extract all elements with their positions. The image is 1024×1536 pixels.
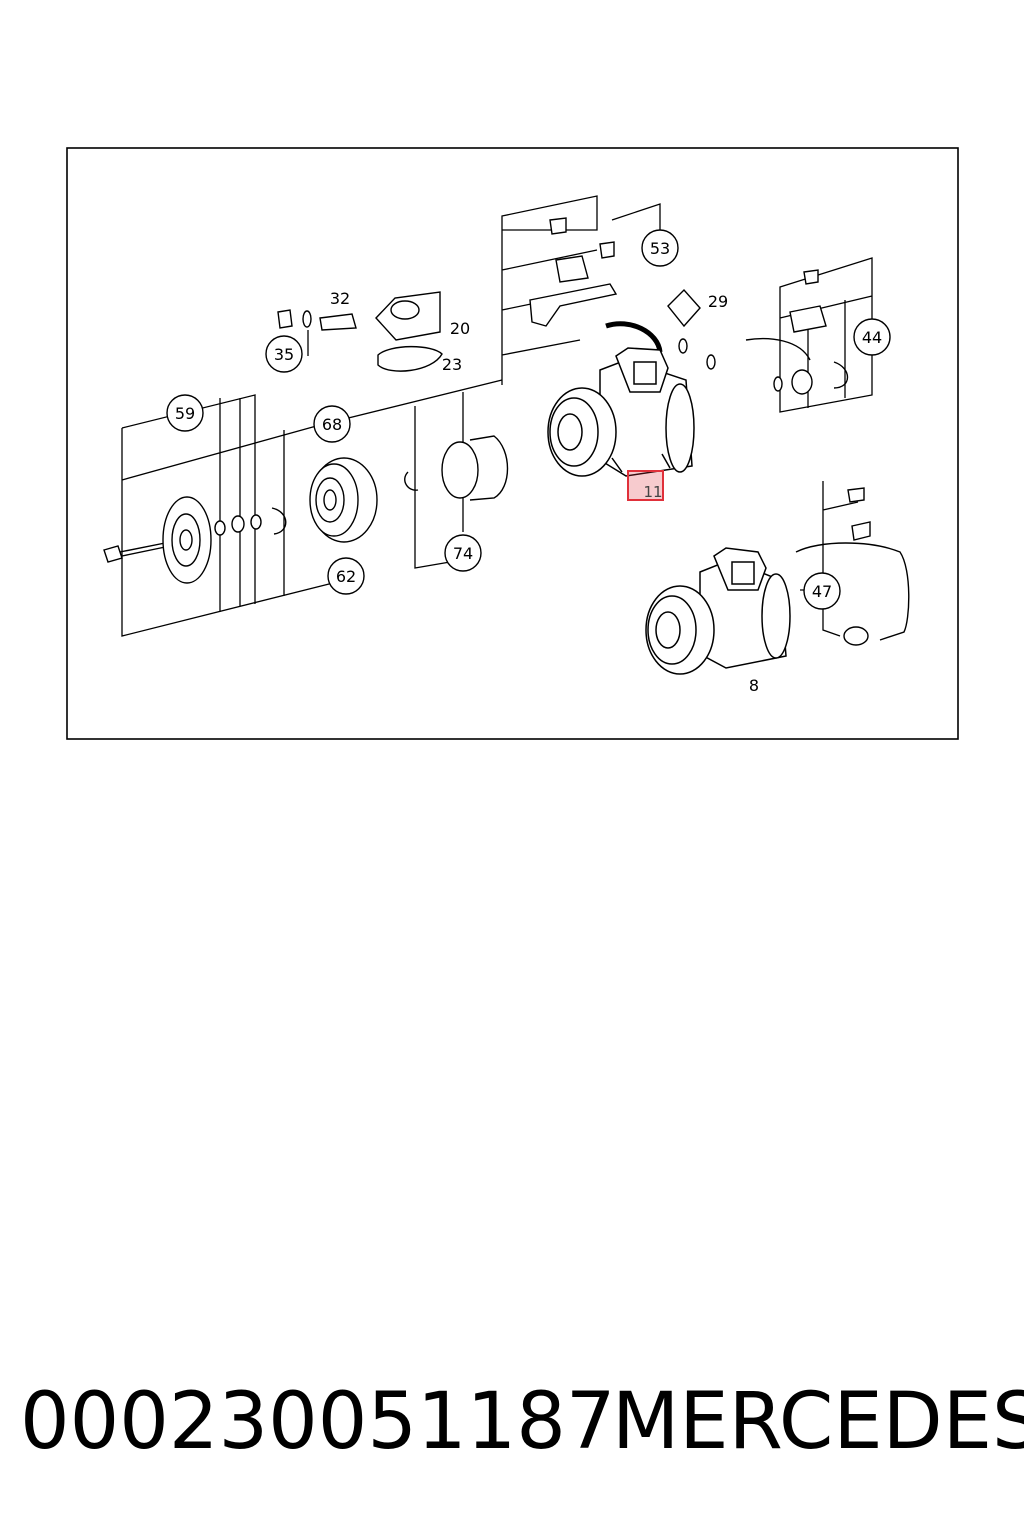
svg-text:11: 11 bbox=[643, 483, 662, 501]
svg-text:44: 44 bbox=[862, 328, 882, 347]
callout-35: 35 bbox=[265, 335, 303, 373]
callout-20: 20 bbox=[450, 319, 470, 338]
svg-text:47: 47 bbox=[812, 582, 832, 601]
callout-29: 29 bbox=[708, 292, 728, 311]
svg-text:53: 53 bbox=[650, 239, 670, 258]
svg-text:68: 68 bbox=[322, 415, 342, 434]
callout-23: 23 bbox=[442, 355, 462, 374]
callout-68: 68 bbox=[313, 405, 351, 443]
compressor-11-drawing bbox=[547, 347, 695, 477]
callout-53: 53 bbox=[641, 229, 679, 267]
callout-74: 74 bbox=[444, 534, 482, 572]
callout-59: 59 bbox=[166, 394, 204, 432]
callout-44: 44 bbox=[853, 318, 891, 356]
svg-text:74: 74 bbox=[453, 544, 473, 563]
svg-text:62: 62 bbox=[336, 567, 356, 586]
parts-exploded-diagram: 53 35 59 68 44 74 62 47 32 20 23 29 8 11 bbox=[66, 147, 959, 740]
svg-text:35: 35 bbox=[274, 345, 294, 364]
part-number: 000230051187 bbox=[20, 1377, 616, 1467]
compressor-8-drawing bbox=[645, 547, 791, 675]
callout-62: 62 bbox=[327, 557, 365, 595]
highlighted-callout-11[interactable]: 11 bbox=[627, 470, 664, 501]
callout-32: 32 bbox=[330, 289, 350, 308]
svg-text:59: 59 bbox=[175, 404, 195, 423]
brand-name: MERCEDES bbox=[612, 1377, 1024, 1467]
diagram-frame bbox=[66, 147, 959, 740]
callout-8: 8 bbox=[749, 676, 759, 695]
callout-47: 47 bbox=[803, 572, 841, 610]
